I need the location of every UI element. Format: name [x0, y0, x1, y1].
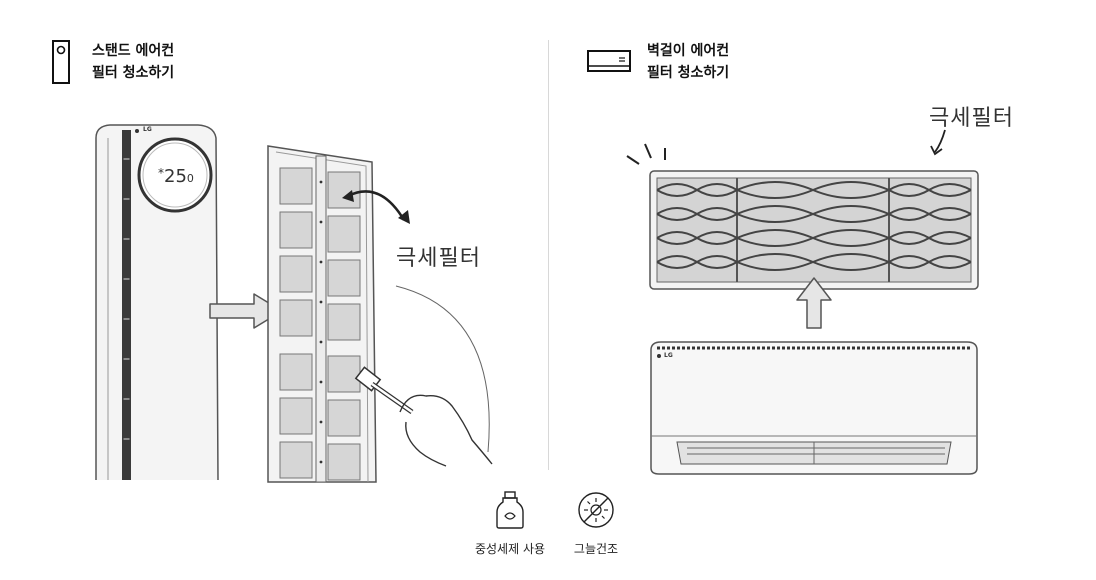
stand-title-line1: 스탠드 에어컨 — [92, 43, 175, 59]
stand-ac-icon — [52, 40, 70, 84]
sparkle-icon — [626, 143, 666, 165]
tip-label-shade-dry: 그늘건조 — [573, 542, 619, 556]
wall-title-line2: 필터 청소하기 — [647, 65, 730, 81]
stand-filter-panel — [267, 145, 377, 483]
wall-title-line1: 벽걸이 에어컨 — [647, 43, 730, 59]
wall-brand-logo: LG — [664, 352, 673, 359]
stand-display-prefix: * — [158, 166, 164, 180]
brush-and-hand-illustration — [354, 285, 493, 467]
wall-ac-illustration — [650, 341, 978, 475]
wall-ac-section: 벽걸이 에어컨 필터 청소하기 극세필터 — [549, 0, 1096, 580]
no-sun-icon — [578, 492, 614, 528]
detergent-bottle-icon — [496, 491, 524, 529]
curved-arrow-icon — [342, 190, 410, 224]
stand-ac-section: 스탠드 에어컨 필터 청소하기 *250 LG — [52, 40, 493, 483]
tip-label-detergent: 중성세제 사용 — [474, 542, 546, 556]
stand-ac-illustration — [95, 124, 219, 481]
wall-filter-panel — [649, 170, 979, 290]
stand-brand-logo: LG — [143, 126, 152, 133]
wall-filter-label: 극세필터 — [929, 106, 1014, 131]
label-pointer-arrow — [930, 129, 946, 156]
stand-title: 스탠드 에어컨 필터 청소하기 — [92, 40, 174, 84]
stand-filter-label: 극세필터 — [396, 246, 481, 271]
stand-display-decimal: 0 — [186, 172, 194, 185]
stand-display-value: 25 — [164, 166, 187, 187]
stand-display-temp: *250 — [158, 166, 194, 187]
stand-title-line2: 필터 청소하기 — [92, 65, 175, 81]
wall-ac-icon — [587, 50, 631, 72]
wall-title: 벽걸이 에어컨 필터 청소하기 — [647, 40, 729, 84]
arrow-up-icon — [796, 277, 832, 329]
section-divider — [548, 40, 549, 470]
